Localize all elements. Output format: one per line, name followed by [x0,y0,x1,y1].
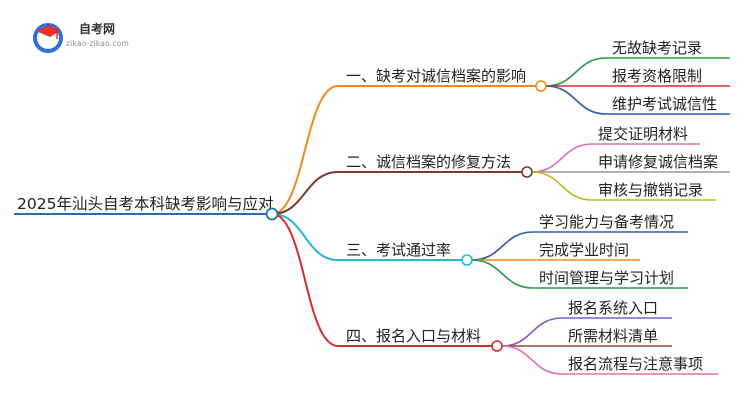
node-connectors [265,80,547,352]
leaf-connector-2-1 [531,143,593,173]
branch-collapse-handle[interactable] [521,166,533,178]
branch-connector-4 [271,213,339,347]
leaf-connector-4-1 [501,317,563,347]
leaf-connector-3-1 [471,231,534,261]
branch-collapse-handle[interactable] [491,340,503,352]
leaf-connector-4-3 [501,345,563,375]
branch-topic-1[interactable]: 一、缺考对诚信档案的影响 [346,67,526,85]
branch-connector-3 [271,213,339,261]
branch-connector-1 [271,85,339,215]
branch-topic-3[interactable]: 三、考试通过率 [346,241,451,259]
logo-ring-icon [33,23,63,53]
graduation-cap-icon [36,25,60,37]
logo-name: 自考网 [79,21,115,36]
leaf-topic-1-3[interactable]: 维护考试诚信性 [612,95,717,113]
leaf-connector-3-3 [471,259,534,289]
branch-topic-2[interactable]: 二、诚信档案的修复方法 [346,153,511,171]
leaf-topic-4-1[interactable]: 报名系统入口 [568,299,658,317]
leaf-connector-2-3 [531,171,593,201]
leaf-topic-3-3[interactable]: 时间管理与学习计划 [539,269,674,287]
leaf-topic-2-2[interactable]: 申请修复诚信档案 [598,153,718,171]
leaf-topic-3-1[interactable]: 学习能力与备考情况 [539,213,674,231]
branch-collapse-handle[interactable] [461,254,473,266]
leaf-connector-1-3 [545,85,607,115]
leaf-topic-2-1[interactable]: 提交证明材料 [598,125,688,143]
logo-url: zikao-zikao.com [66,39,129,48]
branch-collapse-handle[interactable] [535,80,547,92]
leaf-topic-1-2[interactable]: 报考资格限制 [612,67,702,85]
leaf-connector-1-1 [545,57,607,87]
node-labels: 2025年汕头自考本科缺考影响与应对 一、缺考对诚信档案的影响 无故缺考记录报考资… [17,39,718,373]
branch-connector-2 [271,171,339,215]
site-logo[interactable]: 自考网 zikao-zikao.com [33,21,129,53]
leaf-topic-1-1[interactable]: 无故缺考记录 [612,39,702,57]
leaf-topic-4-3[interactable]: 报名流程与注意事项 [568,355,703,373]
leaf-topic-3-2[interactable]: 完成学业时间 [539,241,629,259]
leaf-topic-2-3[interactable]: 审核与撤销记录 [598,181,703,199]
leaf-topic-4-2[interactable]: 所需材料清单 [568,327,658,345]
root-topic[interactable]: 2025年汕头自考本科缺考影响与应对 [17,194,273,213]
root-collapse-handle[interactable] [265,207,279,221]
branch-topic-4[interactable]: 四、报名入口与材料 [346,327,481,345]
branch-connectors [14,57,730,375]
